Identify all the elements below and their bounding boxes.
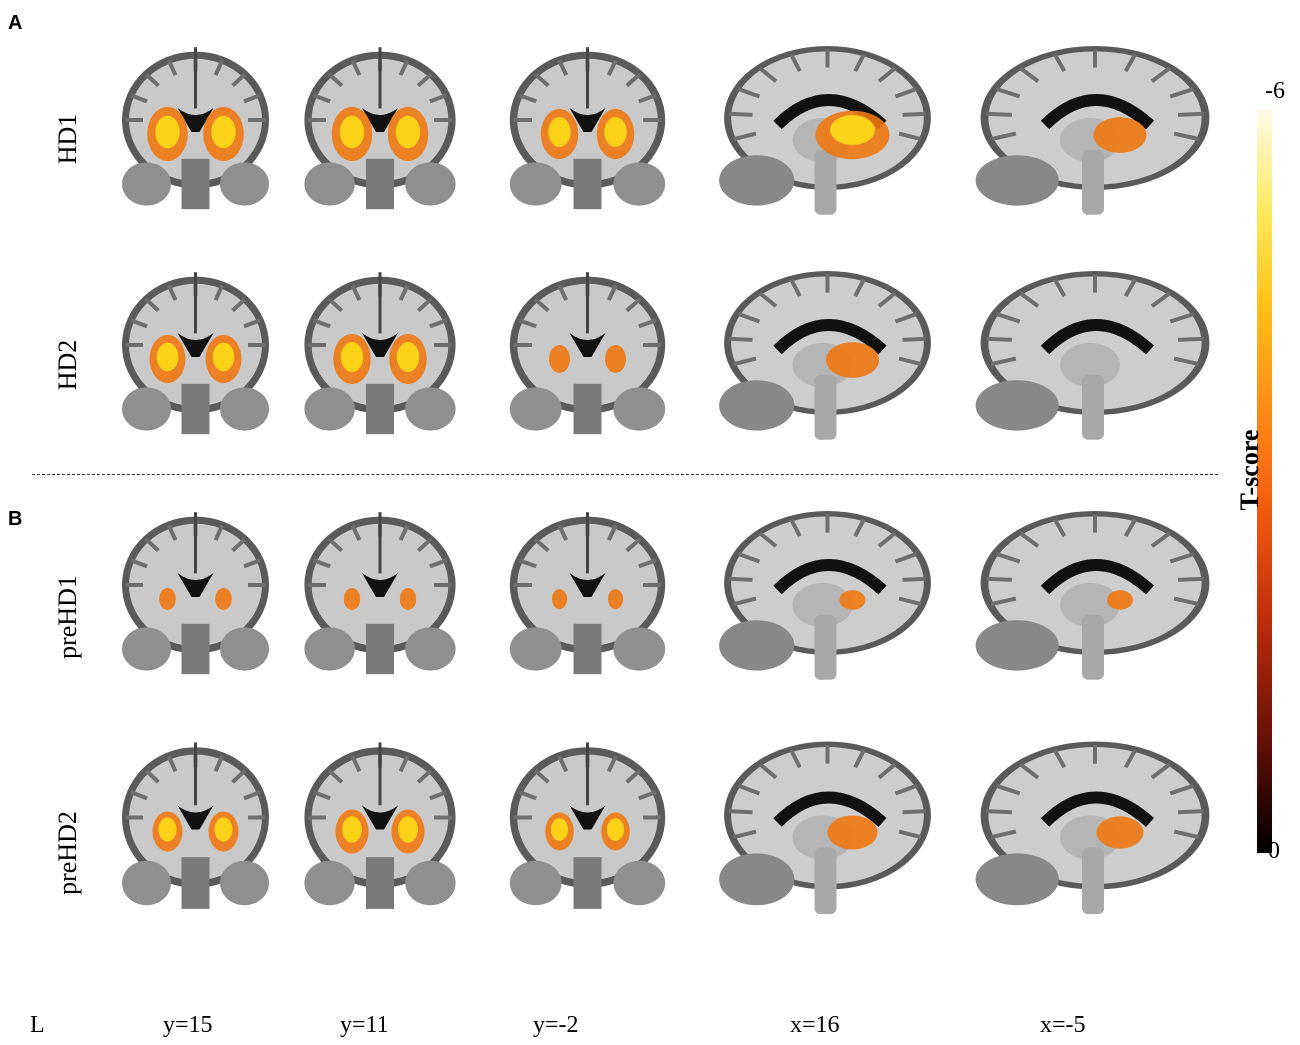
brain-slice-r2-c3	[509, 272, 666, 435]
col-label-3: y=-2	[533, 1012, 579, 1038]
row-label-hd2: HD2	[53, 339, 82, 391]
brain-slice-r4-c3	[509, 742, 666, 909]
col-label-1: y=15	[163, 1012, 213, 1038]
colorbar	[1257, 110, 1272, 853]
col-label-5: x=-5	[1040, 1012, 1086, 1038]
brain-slice-r1-c5	[975, 46, 1210, 215]
brain-slice-r3-c5	[975, 511, 1210, 680]
colorbar-max-label: -6	[1265, 78, 1285, 104]
brain-slice-r3-c1	[122, 512, 269, 675]
panel-label-b: B	[8, 508, 23, 530]
brain-slice-r1-c3	[509, 47, 666, 210]
panel-divider	[32, 474, 1218, 475]
brain-slice-r1-c2	[304, 47, 456, 210]
row-label-prehd2: preHD2	[53, 811, 82, 895]
brain-slice-r3-c3	[509, 512, 666, 675]
brain-slice-r2-c1	[122, 272, 269, 435]
panel-label-a: A	[8, 12, 23, 34]
brain-slice-r2-c4	[719, 271, 931, 440]
side-label: L	[30, 1012, 45, 1038]
brain-slice-r2-c5	[975, 271, 1210, 440]
brain-slice-r2-c2	[304, 272, 456, 435]
brain-slice-r4-c2	[304, 742, 456, 909]
brain-slice-r1-c4	[719, 46, 931, 215]
row-label-prehd1: preHD1	[53, 575, 82, 659]
brain-slice-r3-c2	[304, 512, 456, 675]
col-label-2: y=11	[340, 1012, 389, 1038]
brain-slice-r4-c4	[719, 741, 931, 915]
colorbar-title: T-score	[1235, 429, 1264, 511]
colorbar-min-label: 0	[1268, 838, 1280, 864]
row-label-hd1: HD1	[53, 113, 82, 165]
brain-slice-r3-c4	[719, 511, 931, 680]
col-label-4: x=16	[790, 1012, 840, 1038]
brain-slice-r4-c1	[122, 742, 269, 909]
brain-slice-r4-c5	[975, 741, 1210, 915]
brain-slice-r1-c1	[122, 47, 269, 210]
